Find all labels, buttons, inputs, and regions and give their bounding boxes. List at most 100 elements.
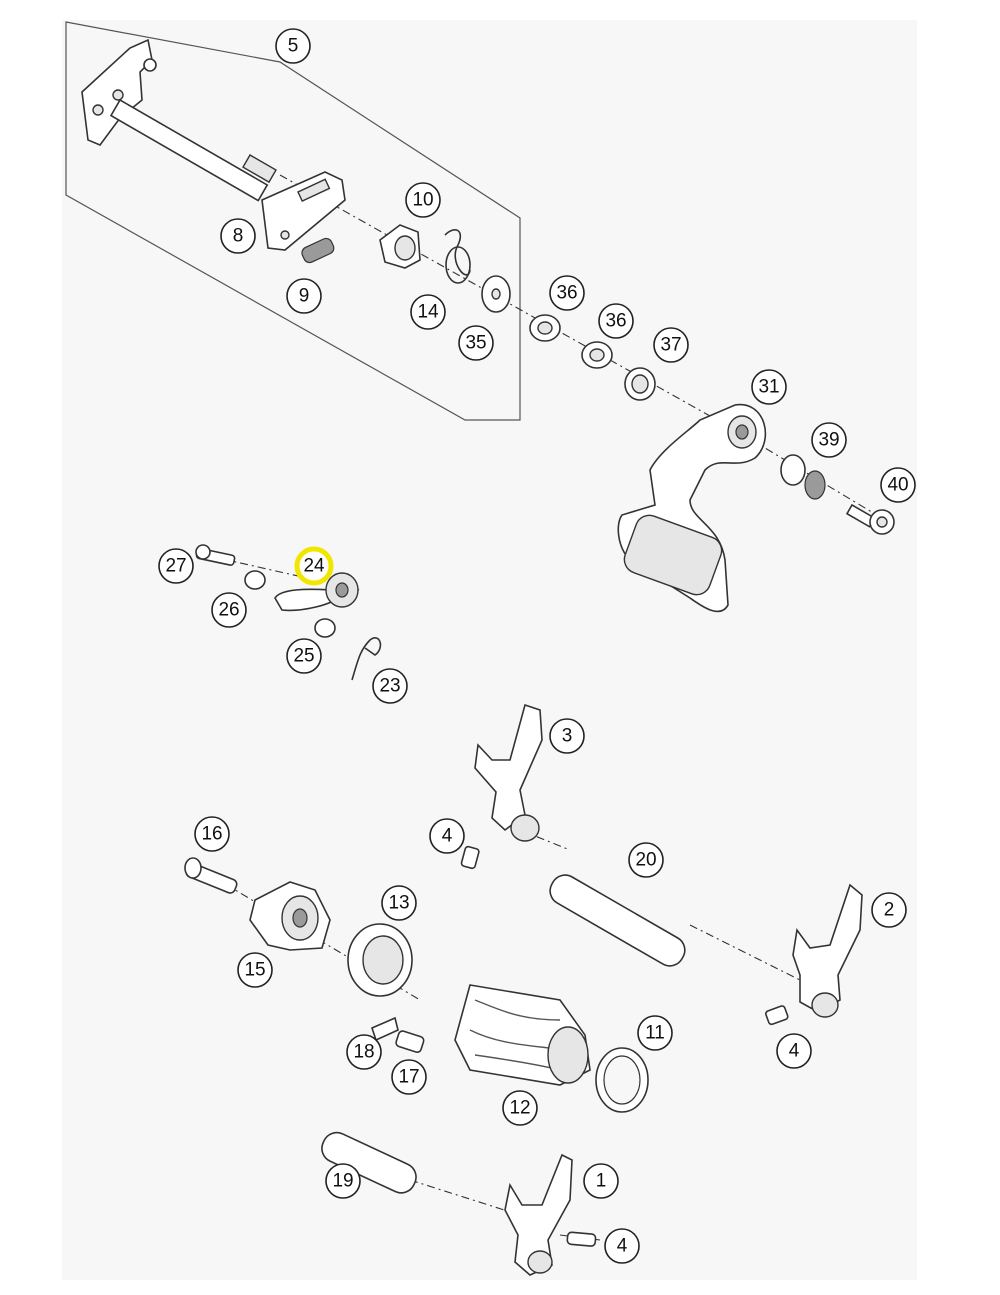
parts	[81, 38, 895, 1276]
callout-label: 24	[303, 556, 325, 577]
callout-label: 23	[379, 676, 400, 697]
callout-10[interactable]: 10	[405, 182, 441, 218]
callout-12[interactable]: 12	[502, 1090, 538, 1126]
callout-label: 36	[605, 311, 626, 332]
callout-label: 4	[789, 1041, 800, 1062]
callout-label: 2	[884, 900, 895, 921]
callout-label: 40	[887, 475, 908, 496]
bushing-part-36a	[529, 314, 561, 342]
shift-lever-part-31	[617, 403, 767, 613]
callout-label: 20	[635, 850, 656, 871]
shift-shaft-part	[81, 38, 277, 202]
ring-part-11	[595, 1047, 649, 1113]
callout-14[interactable]: 14	[410, 294, 446, 330]
shift-drum-part-12	[454, 984, 591, 1086]
locking-lever-part-24	[274, 572, 359, 612]
shift-plate-part	[261, 171, 346, 251]
spring-part-9	[301, 237, 335, 264]
callout-1[interactable]: 1	[583, 1163, 619, 1199]
washer-part-26	[244, 570, 266, 590]
pin-part-17	[395, 1030, 425, 1054]
callout-4-a[interactable]: 4	[429, 818, 465, 854]
callout-17[interactable]: 17	[391, 1059, 427, 1095]
shift-fork-part-2	[792, 883, 863, 1018]
shift-rod-part-20	[549, 874, 686, 967]
callout-2[interactable]: 2	[871, 892, 907, 928]
callout-19[interactable]: 19	[325, 1163, 361, 1199]
callout-label: 19	[332, 1171, 353, 1192]
callout-label: 1	[596, 1171, 607, 1192]
callout-25[interactable]: 25	[286, 638, 322, 674]
bushing-part-25	[314, 618, 336, 638]
washer-part-39	[780, 454, 826, 500]
callout-37[interactable]: 37	[653, 327, 689, 363]
callout-13[interactable]: 13	[381, 885, 417, 921]
callout-label: 3	[562, 726, 573, 747]
callout-label: 35	[465, 333, 486, 354]
callout-36-b[interactable]: 36	[598, 303, 634, 339]
callout-label: 13	[388, 893, 409, 914]
pin-part-4a	[460, 845, 480, 870]
callout-label: 27	[165, 556, 186, 577]
bolt-part-40	[845, 503, 895, 535]
bolt-part-16	[184, 857, 238, 894]
callout-18[interactable]: 18	[346, 1034, 382, 1070]
callout-label: 18	[353, 1042, 374, 1063]
ratchet-part-10	[379, 224, 421, 269]
diagram-background	[62, 20, 917, 1280]
callout-label: 39	[818, 430, 839, 451]
pin-part-4c	[566, 1231, 597, 1247]
bolt-part-27	[195, 544, 236, 566]
callout-36-a[interactable]: 36	[549, 275, 585, 311]
callouts: 1 2 3 4 4 4 5 8 9 10 11 12 13 14 15 16 1…	[158, 28, 916, 1264]
washer-part-35	[481, 275, 511, 313]
callout-8[interactable]: 8	[220, 218, 256, 254]
callout-5[interactable]: 5	[275, 28, 311, 64]
callout-3[interactable]: 3	[549, 718, 585, 754]
callout-20[interactable]: 20	[628, 842, 664, 878]
callout-16[interactable]: 16	[194, 816, 230, 852]
callout-label: 5	[288, 36, 299, 57]
callout-11[interactable]: 11	[637, 1015, 673, 1051]
callout-40[interactable]: 40	[880, 467, 916, 503]
callout-label: 36	[556, 283, 577, 304]
callout-23[interactable]: 23	[372, 668, 408, 704]
seal-ring-part-37	[624, 367, 656, 401]
callout-label: 4	[617, 1236, 628, 1257]
callout-15[interactable]: 15	[237, 952, 273, 988]
callout-31[interactable]: 31	[751, 369, 787, 405]
callout-label: 26	[218, 600, 239, 621]
callout-24[interactable]: 24	[294, 546, 334, 586]
bearing-part-13	[347, 923, 413, 997]
shift-fork-part-1	[504, 1153, 573, 1276]
callout-label: 17	[398, 1067, 419, 1088]
callout-4-b[interactable]: 4	[776, 1033, 812, 1069]
shift-fork-part-3	[474, 703, 543, 842]
callout-label: 37	[660, 335, 681, 356]
callout-26[interactable]: 26	[211, 592, 247, 628]
callout-label: 25	[293, 646, 314, 667]
callout-9[interactable]: 9	[286, 278, 322, 314]
shift-rod-part-19	[321, 1131, 417, 1194]
callout-4-c[interactable]: 4	[604, 1228, 640, 1264]
callout-label: 12	[509, 1098, 530, 1119]
callout-label: 8	[233, 226, 244, 247]
pin-part-4b	[765, 1005, 789, 1026]
callout-35[interactable]: 35	[458, 325, 494, 361]
callout-label: 4	[442, 826, 453, 847]
assembly-frame-5	[65, 21, 521, 421]
clip-spring-part-14	[444, 229, 471, 284]
spring-part-23	[351, 637, 382, 681]
bushing-part-36b	[581, 341, 613, 369]
callout-label: 11	[645, 1023, 665, 1044]
callout-label: 15	[244, 960, 265, 981]
callout-label: 10	[412, 190, 433, 211]
spring-part-18	[371, 1016, 399, 1042]
shift-drum-locating-part-15	[249, 881, 331, 951]
callout-27[interactable]: 27	[158, 548, 194, 584]
callout-label: 9	[299, 286, 310, 307]
callout-39[interactable]: 39	[811, 422, 847, 458]
callout-label: 31	[758, 377, 779, 398]
callout-label: 14	[417, 302, 439, 323]
